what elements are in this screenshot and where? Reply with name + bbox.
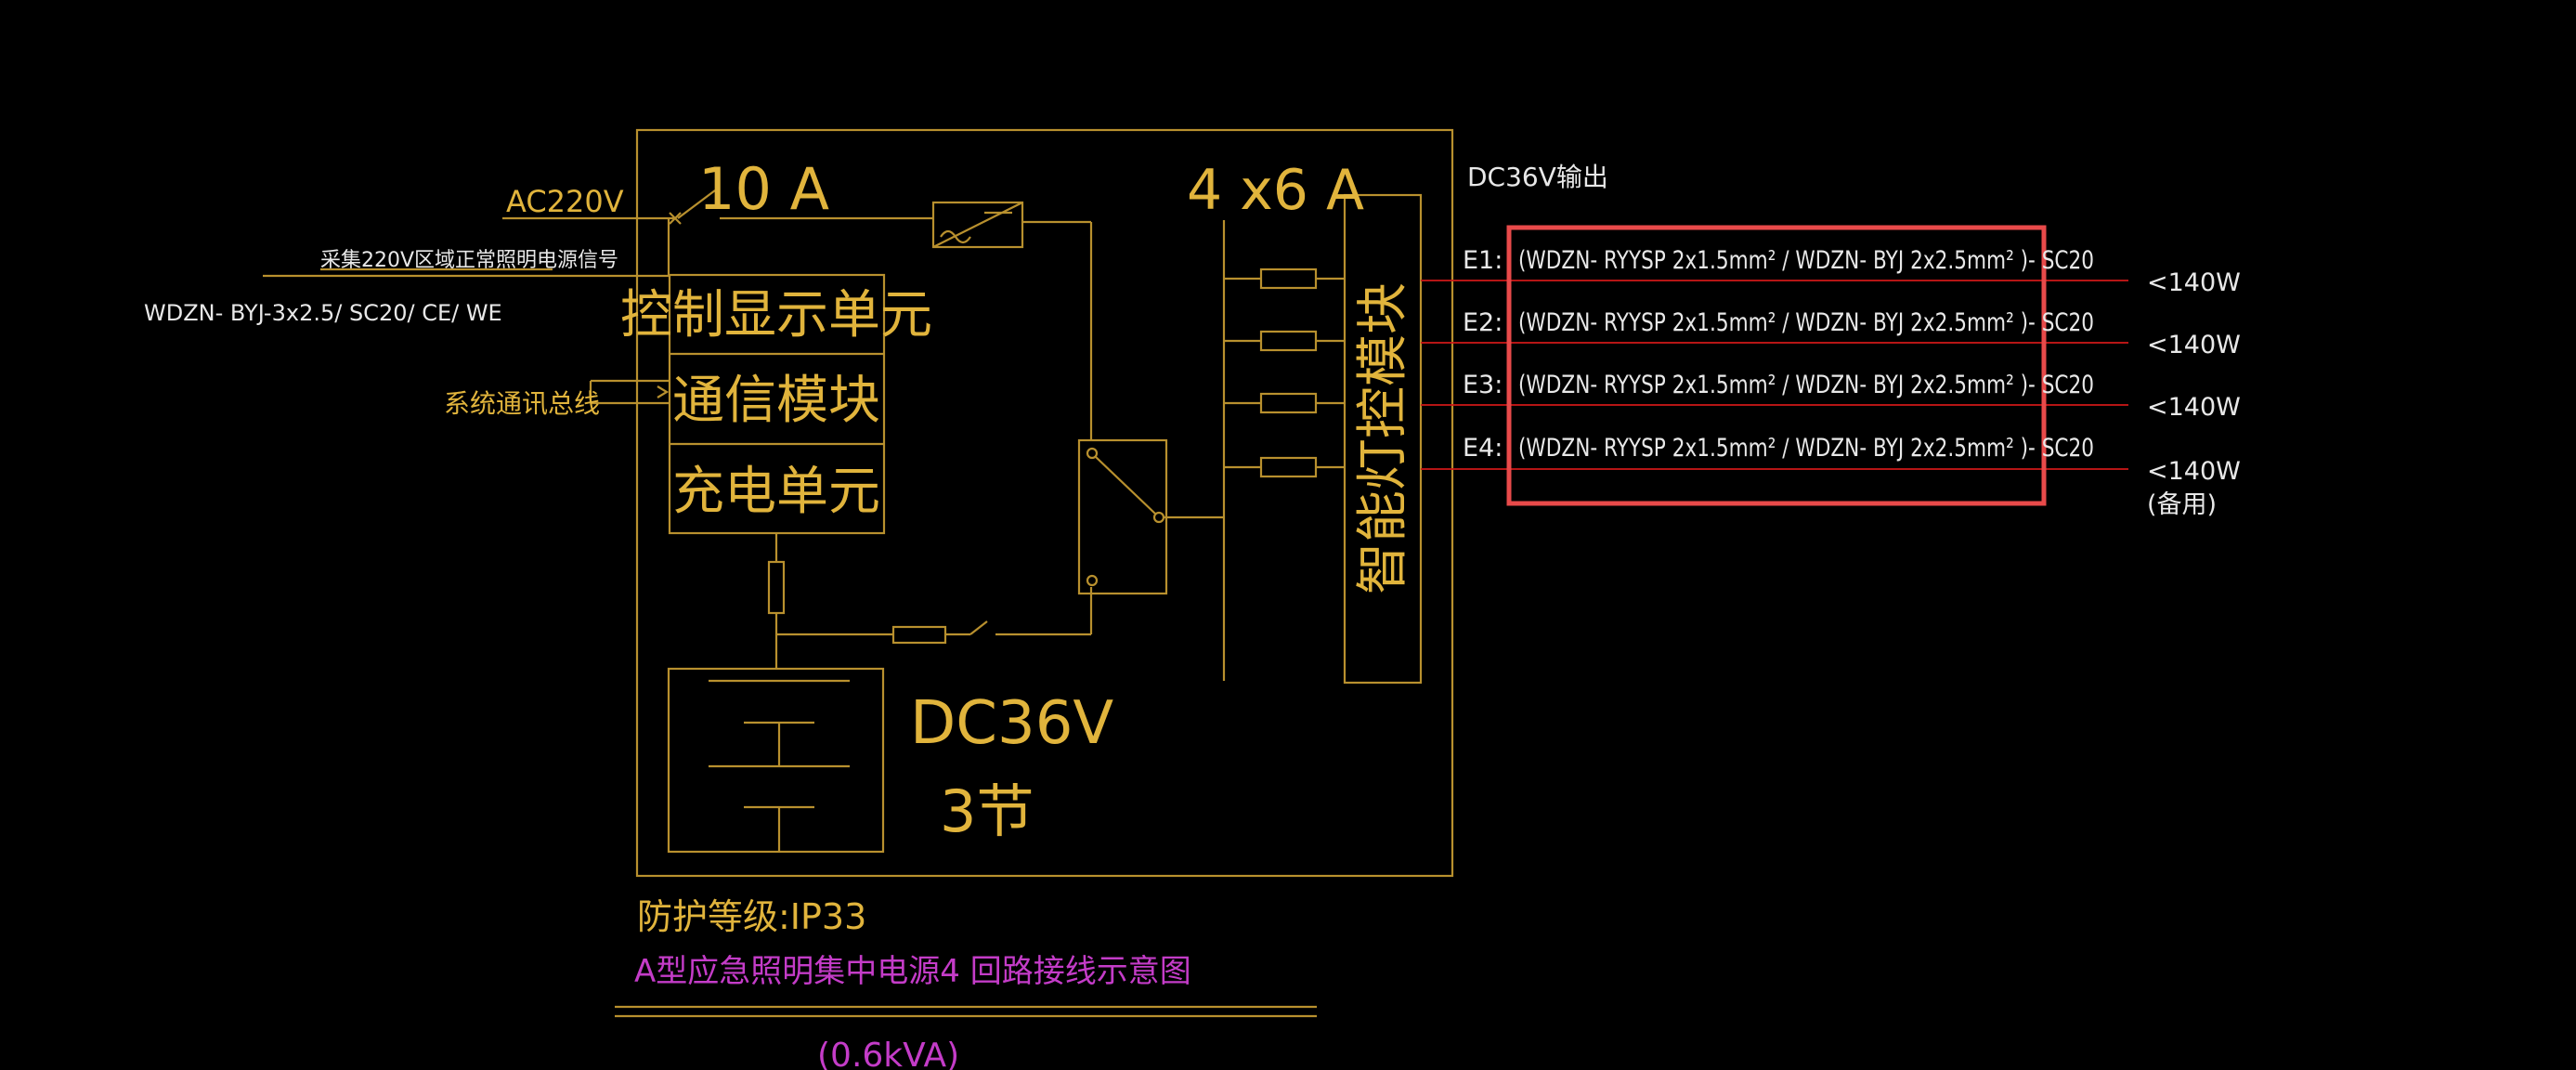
- circuit-spec-e1: (WDZN- RYYSP 2x1.5mm² / WDZN- BYJ 2x2.5m…: [1518, 246, 2094, 275]
- breaker-rating: 10 A: [698, 155, 829, 223]
- output-circuit-lines: [1421, 280, 2128, 470]
- output-fuse-rating: 4 x6 A: [1187, 158, 1364, 223]
- enclosure-lines: [263, 128, 1454, 1018]
- comm-module-label: 通信模块: [672, 371, 880, 431]
- switch-contact-common: [1152, 511, 1165, 524]
- circuit-load-e2: <140W: [2147, 331, 2241, 359]
- charging-unit-label: 充电单元: [672, 462, 880, 522]
- control-display-unit-label: 控制显示单元: [620, 285, 932, 346]
- rectifier-diagonal: [932, 202, 1023, 248]
- charger-fuse: [767, 560, 786, 615]
- power-supply-enclosure: [635, 128, 1454, 878]
- circuit-load-e3: <140W: [2147, 393, 2241, 422]
- changeover-switch-box: [1077, 438, 1168, 595]
- circuit-id-e4: E4:: [1463, 434, 1503, 463]
- comm-bus-label: 系统通讯总线: [444, 388, 600, 419]
- smart-light-module-box: [1343, 193, 1423, 685]
- highlight-frame: [1506, 225, 2047, 506]
- output-fuse-4: [1259, 456, 1318, 478]
- circuit-load-e1: <140W: [2147, 268, 2241, 297]
- output-header: DC36V输出: [1467, 162, 1608, 192]
- battery-cells: 3节: [940, 777, 1034, 845]
- cable-spec: WDZN- BYJ-3x2.5/ SC20/ CE/ WE: [144, 300, 502, 326]
- switch-blade: [1095, 456, 1156, 515]
- switch-contact-bottom: [1086, 574, 1099, 587]
- circuit-spec-e4: (WDZN- RYYSP 2x1.5mm² / WDZN- BYJ 2x2.5m…: [1518, 434, 2094, 463]
- circuit-load-e4: <140W: [2147, 457, 2241, 486]
- battery-box: [667, 667, 885, 854]
- protection-rating: 防护等级:IP33: [637, 896, 866, 937]
- capacity-label: (0.6kVA): [817, 1037, 959, 1070]
- breaker-x-mark-b: [669, 212, 682, 225]
- battery-fuse: [891, 625, 947, 645]
- circuit-id-e3: E3:: [1463, 371, 1503, 399]
- output-fuse-2: [1259, 330, 1318, 352]
- signal-label: 采集220V区域正常照明电源信号: [320, 249, 618, 272]
- ac-input-voltage: AC220V: [506, 184, 624, 219]
- comm-bus-arrow: [657, 385, 670, 398]
- circuit-spec-e2: (WDZN- RYYSP 2x1.5mm² / WDZN- BYJ 2x2.5m…: [1518, 308, 2094, 337]
- battery-contact-blade: [969, 620, 988, 635]
- diagram-title: A型应急照明集中电源4 回路接线示意图: [634, 953, 1191, 990]
- rectifier-ac-mark: [940, 229, 971, 244]
- smart-light-module-label: 智能灯控模块: [1353, 282, 1413, 594]
- circuit-id-e2: E2:: [1463, 308, 1503, 337]
- output-fuse-1: [1259, 268, 1318, 290]
- battery-voltage: DC36V: [910, 689, 1113, 758]
- output-fuse-3: [1259, 392, 1318, 414]
- breaker-blade: [677, 189, 716, 219]
- circuit-spec-e3: (WDZN- RYYSP 2x1.5mm² / WDZN- BYJ 2x2.5m…: [1518, 371, 2094, 399]
- circuit-id-e1: E1:: [1463, 246, 1503, 275]
- rectifier-box: [931, 201, 1024, 249]
- circuit-note-e4: (备用): [2147, 490, 2217, 519]
- switch-contact-top: [1086, 447, 1099, 460]
